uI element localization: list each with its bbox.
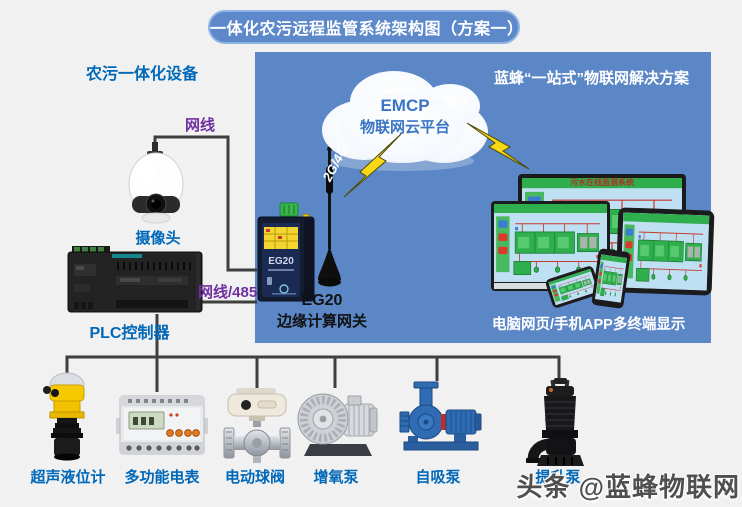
device-label: 自吸泵 [415,469,461,486]
ethernet-cable-label: 网线 [185,117,216,134]
plc-label: PLC控制器 [89,325,170,342]
cloud-platform-subtitle: 物联网云平台 [359,119,450,136]
downlink-bolt-icon [466,122,530,170]
gateway-name-label: 边缘计算网关 [276,313,367,330]
power-meter-image [116,395,208,455]
device-label: 提升泵 [535,469,581,486]
camera-label: 摄像头 [135,230,181,247]
ptz-camera-image [128,142,184,224]
cloud-image [322,71,488,171]
aeration-blower-image [297,393,378,456]
plc-controller-image [67,246,203,313]
device-label: 超声液位计 [30,469,106,486]
scada-screen-title: 污水在线监测系统 [570,178,634,187]
page-title: 一体化农污远程监管系统架构图（方案一） [210,21,524,38]
ethernet-485-cable-label: 网线/485 [198,284,258,301]
watermark: 头条 @蓝蜂物联网 [516,472,740,502]
tablet-scada-screen [620,212,710,291]
lift-pump-image [526,378,584,466]
cloud-platform-name: EMCP [380,96,430,115]
eg20-gateway-image: EG20 [257,202,315,302]
panel-caption: 电脑网页/手机APP多终端显示 [492,317,686,333]
title-banner: 一体化农污远程监管系统架构图（方案一） [208,10,524,44]
phone-portrait-screen [594,254,628,303]
gateway-antenna-image [318,146,341,287]
left-section-heading: 农污一体化设备 [86,66,199,83]
device-label: 多功能电表 [124,469,200,486]
panel-heading: 蓝蜂“一站式”物联网解决方案 [494,70,690,87]
tablet-device [615,207,715,296]
device-label: 电动球阀 [224,469,285,486]
ultrasonic-level-meter-image [43,372,85,461]
device-label: 增氧泵 [313,469,359,486]
electric-ball-valve-image [223,388,291,463]
uplink-bolt-icon [343,133,402,198]
self-priming-pump-image [399,381,482,451]
svg-text:EG20: EG20 [268,256,294,267]
gateway-model-label: EG20 [301,292,343,309]
